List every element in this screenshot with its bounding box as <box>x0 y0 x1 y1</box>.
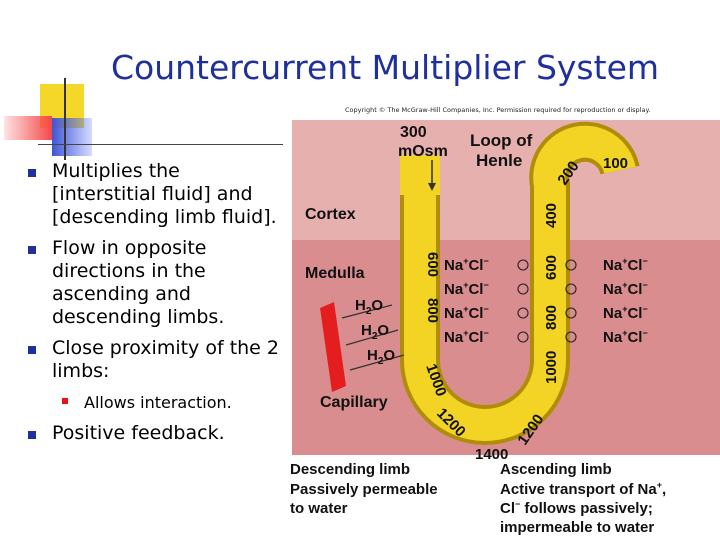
bullet-text: Positive feedback. <box>52 422 225 444</box>
medulla-label: Medulla <box>305 265 365 282</box>
tube-inlet <box>400 155 440 195</box>
svg-text:Active transport of Na+,: Active transport of Na+, <box>500 480 666 498</box>
bullet-item: Positive feedback. <box>28 422 283 445</box>
bullet-marker <box>28 346 36 354</box>
svg-text:Na+Cl−: Na+Cl− <box>603 256 648 274</box>
caption-region <box>288 455 720 540</box>
svg-text:Cl− follows passively;: Cl− follows passively; <box>500 499 653 517</box>
bullet-text: Flow in opposite directions in the ascen… <box>52 237 225 328</box>
svg-text:Na+Cl−: Na+Cl− <box>444 328 489 346</box>
bullet-text: Close proximity of the 2 limbs: <box>52 337 279 382</box>
asc-value: 400 <box>543 203 560 228</box>
svg-text:impermeable to water: impermeable to water <box>500 519 654 536</box>
water-label: H2O <box>355 297 383 317</box>
svg-text:Ascending limb: Ascending limb <box>500 461 612 478</box>
loop-label-1: Loop of <box>470 131 533 150</box>
bullet-marker <box>28 431 36 439</box>
svg-text:to water: to water <box>290 500 348 517</box>
horizontal-rule <box>38 144 283 145</box>
nacl-inside-column: Na+Cl− Na+Cl− Na+Cl− Na+Cl− <box>444 256 489 346</box>
nacl-outside-column: Na+Cl− Na+Cl− Na+Cl− Na+Cl− <box>603 256 648 346</box>
osm-value: 300 <box>400 124 427 141</box>
desc-value: 600 <box>424 252 441 277</box>
vertical-rule <box>64 78 66 160</box>
bullet-item: Multiplies the [interstitial fluid] and … <box>28 160 283 229</box>
bullet-item: Close proximity of the 2 limbs: <box>28 337 283 383</box>
bullet-marker <box>28 246 36 254</box>
asc-value: 100 <box>603 155 628 172</box>
capillary-label: Capillary <box>320 394 388 411</box>
ion-exchange-markers <box>517 259 577 343</box>
bullet-marker <box>28 169 36 177</box>
asc-value: 800 <box>543 305 560 330</box>
cortex-region <box>292 120 720 240</box>
red-square <box>4 116 52 140</box>
inflow-arrowhead <box>428 183 436 191</box>
bottom-value: 1400 <box>475 446 508 463</box>
asc-value: 1000 <box>543 351 560 384</box>
svg-text:Na+Cl−: Na+Cl− <box>603 328 648 346</box>
loop-of-henle-figure: 300 mOsm Loop of Henle Cortex Medulla Ca… <box>288 120 720 540</box>
asc-value: 600 <box>543 255 560 280</box>
blue-square <box>52 118 92 156</box>
cortex-label: Cortex <box>305 206 356 223</box>
corner-decoration <box>0 0 283 160</box>
svg-text:Passively permeable: Passively permeable <box>290 481 438 498</box>
svg-text:Descending limb: Descending limb <box>290 461 410 478</box>
svg-text:Na+Cl−: Na+Cl− <box>444 256 489 274</box>
slide-title: Countercurrent Multiplier System <box>110 48 660 87</box>
water-label: H2O <box>367 347 395 367</box>
sub-bullet-text: Allows interaction. <box>84 393 232 412</box>
sub-bullet-marker <box>62 398 68 404</box>
svg-text:Na+Cl−: Na+Cl− <box>444 280 489 298</box>
copyright-notice: Copyright © The McGraw-Hill Companies, I… <box>345 106 651 114</box>
bullet-text: Multiplies the [interstitial fluid] and … <box>52 160 277 228</box>
capillary <box>320 302 346 392</box>
loop-tube-highlight <box>404 125 636 441</box>
svg-text:Na+Cl−: Na+Cl− <box>603 304 648 322</box>
water-arrows <box>341 304 405 371</box>
bullet-list: Multiplies the [interstitial fluid] and … <box>28 160 283 453</box>
svg-text:Na+Cl−: Na+Cl− <box>444 304 489 322</box>
svg-text:Na+Cl−: Na+Cl− <box>603 280 648 298</box>
loop-label-2: Henle <box>476 151 522 170</box>
desc-value: 800 <box>424 298 441 323</box>
bullet-item: Flow in opposite directions in the ascen… <box>28 237 283 329</box>
descending-caption: Descending limb Passively permeable to w… <box>290 461 438 517</box>
ascending-caption: Ascending limb Active transport of Na+, … <box>500 461 666 536</box>
sub-bullet-item: Allows interaction. <box>28 391 283 414</box>
osm-unit: mOsm <box>398 143 448 160</box>
water-label: H2O <box>361 322 389 342</box>
